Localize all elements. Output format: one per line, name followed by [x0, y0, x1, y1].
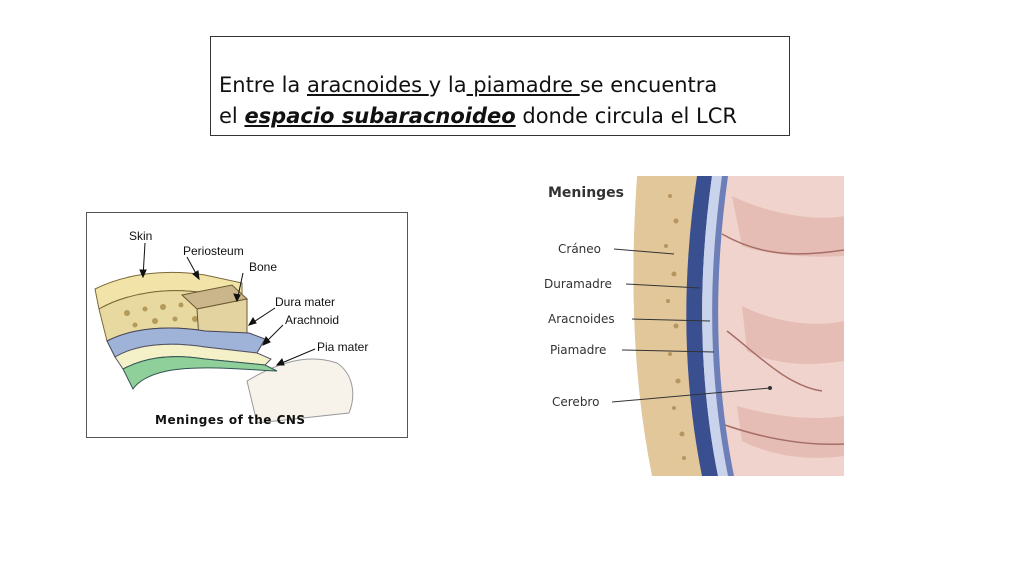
caption-line-2: el espacio subaracnoideo donde circula e… [219, 101, 737, 132]
brain-surface [246, 358, 354, 424]
label-piamadre: Piamadre [550, 343, 606, 357]
leader-lines [611, 248, 771, 403]
caption-segment: donde circula el LCR [515, 104, 737, 128]
label-aracnoides: Aracnoides [548, 312, 615, 326]
caption-segment: se encuentra [579, 73, 718, 97]
label-duramadre: Duramadre [544, 277, 612, 291]
pia-band [712, 176, 734, 476]
label-skin: Skin [129, 229, 152, 243]
term-espacio-subaracnoideo: espacio subaracnoideo [244, 104, 516, 128]
label-craneo: Cráneo [558, 242, 601, 256]
skull-band [633, 176, 702, 476]
term-aracnoides: aracnoides [306, 73, 429, 97]
label-periosteum: Periosteum [183, 244, 244, 258]
brain-gyri [732, 196, 844, 458]
figure-title: Meninges [548, 185, 624, 201]
meninges-cns-figure: Skin Periosteum Bone Dura mater Arachnoi… [86, 212, 408, 438]
leader-arrowheads [139, 269, 285, 366]
arachnoid-band [702, 176, 728, 476]
label-bone: Bone [249, 260, 277, 274]
cerebro-dot [768, 386, 772, 390]
label-cerebro: Cerebro [552, 395, 599, 409]
meninges-section-illustration: Meninges Cráneo Duramadre Aracnoides Pia… [542, 176, 844, 476]
skull-texture [664, 194, 686, 460]
caption-segment: el [219, 104, 245, 128]
caption-line-1: Entre la aracnoides y la piamadre se enc… [219, 70, 737, 101]
caption-segment: y la [428, 73, 467, 97]
label-dura-mater: Dura mater [275, 295, 335, 309]
caption-segment: Entre la [219, 73, 307, 97]
brain-sulci [721, 233, 844, 446]
caption-text: Entre la aracnoides y la piamadre se enc… [219, 70, 737, 132]
label-pia-mater: Pia mater [317, 340, 368, 354]
pia-mater-layer [122, 356, 278, 390]
meninges-section-figure: Meninges Cráneo Duramadre Aracnoides Pia… [542, 176, 844, 476]
caption-box: Entre la aracnoides y la piamadre se enc… [210, 36, 790, 136]
term-piamadre: piamadre [466, 73, 580, 97]
label-arachnoid: Arachnoid [285, 313, 339, 327]
meninges-cns-illustration: Skin Periosteum Bone Dura mater Arachnoi… [94, 229, 368, 427]
dura-band [686, 176, 718, 476]
figure-caption: Meninges of the CNS [155, 413, 306, 427]
